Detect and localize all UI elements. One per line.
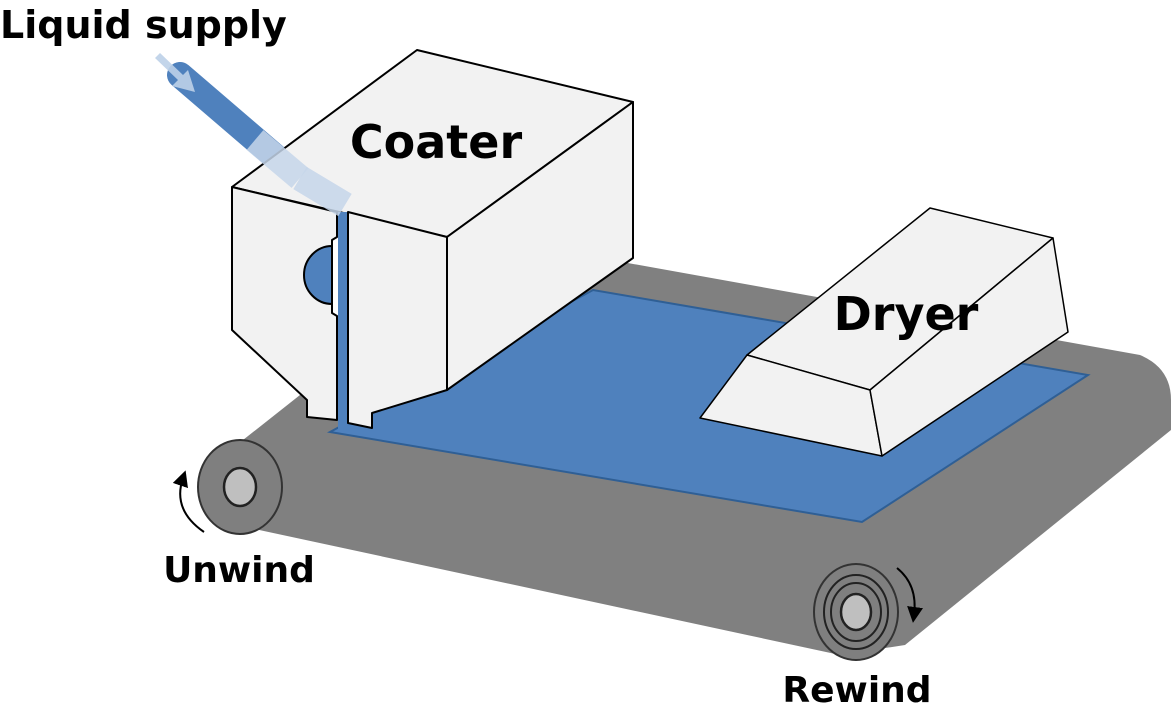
liquid-supply-label: Liquid supply — [0, 3, 287, 47]
dryer-side-face — [869, 237, 1069, 457]
unwind-roller — [197, 439, 283, 535]
rewind-label: Rewind — [782, 670, 931, 705]
coater-label: Coater — [350, 115, 523, 169]
rewind-roller — [813, 563, 899, 661]
liquid-supply-pipe-hidden — [246, 130, 309, 188]
unwind-label: Unwind — [163, 550, 315, 591]
dryer-box — [699, 207, 1069, 457]
coater-cavity — [303, 245, 333, 305]
liquid-supply-pipe-hidden — [293, 166, 352, 217]
unwind-rotation-arrow — [172, 470, 205, 533]
liquid-supply-arrow-icon — [155, 53, 195, 92]
dryer-label: Dryer — [834, 287, 979, 341]
coater-slot — [338, 212, 347, 430]
coater-front-right-block — [347, 211, 448, 429]
rewind-rotation-arrow — [896, 567, 923, 623]
coater-front-left-block — [231, 186, 338, 421]
